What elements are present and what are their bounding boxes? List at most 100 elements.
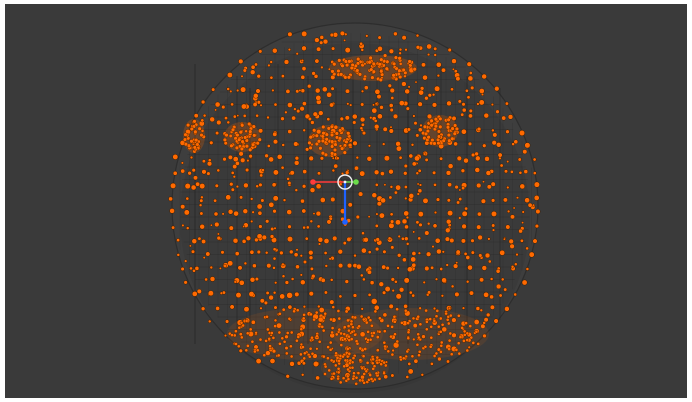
vertex-point[interactable] xyxy=(368,318,373,322)
vertex-point[interactable] xyxy=(445,170,452,176)
vertex-point[interactable] xyxy=(377,330,382,334)
vertex-point[interactable] xyxy=(232,175,236,179)
vertex-point[interactable] xyxy=(417,335,421,340)
vertex-point[interactable] xyxy=(346,374,350,379)
vertex-point[interactable] xyxy=(490,181,496,187)
vertex-point[interactable] xyxy=(272,139,279,145)
vertex-point[interactable] xyxy=(434,237,441,244)
vertex-point[interactable] xyxy=(393,31,398,37)
vertex-point[interactable] xyxy=(377,377,382,381)
vertex-point[interactable] xyxy=(390,96,395,100)
vertex-point[interactable] xyxy=(334,131,339,136)
vertex-point[interactable] xyxy=(301,316,306,321)
vertex-point[interactable] xyxy=(441,326,448,333)
vertex-point[interactable] xyxy=(355,214,360,220)
vertex-point[interactable] xyxy=(304,236,309,241)
vertex-point[interactable] xyxy=(432,223,438,229)
vertex-point[interactable] xyxy=(264,339,268,343)
vertex-point[interactable] xyxy=(407,266,413,273)
vertex-point[interactable] xyxy=(176,238,180,242)
vertex-point[interactable] xyxy=(345,63,350,68)
vertex-point[interactable] xyxy=(321,328,326,333)
vertex-point[interactable] xyxy=(385,266,390,271)
vertex-point[interactable] xyxy=(279,293,286,300)
vertex-point[interactable] xyxy=(480,323,486,329)
vertex-point[interactable] xyxy=(312,111,318,117)
vertex-point[interactable] xyxy=(256,74,261,79)
vertex-point[interactable] xyxy=(403,210,410,217)
vertex-point[interactable] xyxy=(339,72,344,77)
vertex-point[interactable] xyxy=(224,133,229,138)
vertex-point[interactable] xyxy=(432,319,437,323)
vertex-point[interactable] xyxy=(406,336,411,340)
vertex-point[interactable] xyxy=(206,161,213,167)
vertex-point[interactable] xyxy=(403,163,408,169)
vertex-point[interactable] xyxy=(423,152,427,156)
vertex-point[interactable] xyxy=(388,128,394,134)
y-axis-tip[interactable] xyxy=(353,179,359,185)
vertex-point[interactable] xyxy=(498,293,503,298)
vertex-point[interactable] xyxy=(330,196,336,203)
vertex-point[interactable] xyxy=(441,250,445,254)
vertex-point[interactable] xyxy=(299,352,303,357)
vertex-point[interactable] xyxy=(401,356,406,361)
vertex-point[interactable] xyxy=(299,106,305,112)
vertex-point[interactable] xyxy=(438,124,443,129)
vertex-point[interactable] xyxy=(492,132,498,138)
vertex-point[interactable] xyxy=(222,157,227,162)
vertex-point[interactable] xyxy=(322,354,326,359)
vertex-point[interactable] xyxy=(474,167,481,173)
vertex-point[interactable] xyxy=(259,306,263,310)
vertex-point[interactable] xyxy=(289,330,294,335)
vertex-point[interactable] xyxy=(346,324,351,328)
vertex-point[interactable] xyxy=(420,373,424,377)
vertex-point[interactable] xyxy=(404,308,408,313)
vertex-point[interactable] xyxy=(479,277,485,283)
vertex-point[interactable] xyxy=(311,71,316,76)
vertex-point[interactable] xyxy=(324,137,329,142)
vertex-point[interactable] xyxy=(487,237,491,241)
vertex-point[interactable] xyxy=(361,354,366,358)
vertex-point[interactable] xyxy=(329,32,335,38)
vertex-point[interactable] xyxy=(189,139,194,144)
vertex-point[interactable] xyxy=(401,35,407,41)
vertex-point[interactable] xyxy=(250,319,256,325)
vertex-point[interactable] xyxy=(465,348,470,353)
vertex-point[interactable] xyxy=(463,252,468,256)
vertex-point[interactable] xyxy=(490,198,496,203)
vertex-point[interactable] xyxy=(213,211,219,217)
vertex-point[interactable] xyxy=(507,114,514,120)
vertex-point[interactable] xyxy=(528,251,535,258)
vertex-point[interactable] xyxy=(461,210,468,217)
vertex-point[interactable] xyxy=(361,247,367,254)
vertex-point[interactable] xyxy=(270,331,274,335)
vertex-point[interactable] xyxy=(525,246,529,251)
vertex-point[interactable] xyxy=(314,141,319,147)
vertex-point[interactable] xyxy=(460,326,464,330)
vertex-point[interactable] xyxy=(366,269,372,275)
vertex-point[interactable] xyxy=(296,335,301,339)
vertex-point[interactable] xyxy=(308,145,313,150)
vertex-point[interactable] xyxy=(201,239,207,244)
vertex-point[interactable] xyxy=(476,224,482,230)
vertex-point[interactable] xyxy=(278,312,282,316)
vertex-point[interactable] xyxy=(521,221,524,224)
vertex-point[interactable] xyxy=(405,349,410,354)
vertex-point[interactable] xyxy=(310,351,315,356)
vertex-point[interactable] xyxy=(272,256,277,261)
vertex-point[interactable] xyxy=(291,115,296,121)
vertex-point[interactable] xyxy=(374,88,381,95)
vertex-point[interactable] xyxy=(308,155,314,162)
vertex-point[interactable] xyxy=(433,46,438,51)
vertex-point[interactable] xyxy=(236,114,240,117)
vertex-point[interactable] xyxy=(316,224,321,229)
vertex-point[interactable] xyxy=(463,333,467,337)
vertex-point[interactable] xyxy=(384,66,389,71)
vertex-point[interactable] xyxy=(460,168,466,173)
vertex-point[interactable] xyxy=(317,316,324,323)
vertex-point[interactable] xyxy=(414,80,418,84)
vertex-point[interactable] xyxy=(475,155,481,161)
vertex-point[interactable] xyxy=(271,88,275,93)
vertex-point[interactable] xyxy=(287,48,291,52)
vertex-point[interactable] xyxy=(236,88,240,93)
